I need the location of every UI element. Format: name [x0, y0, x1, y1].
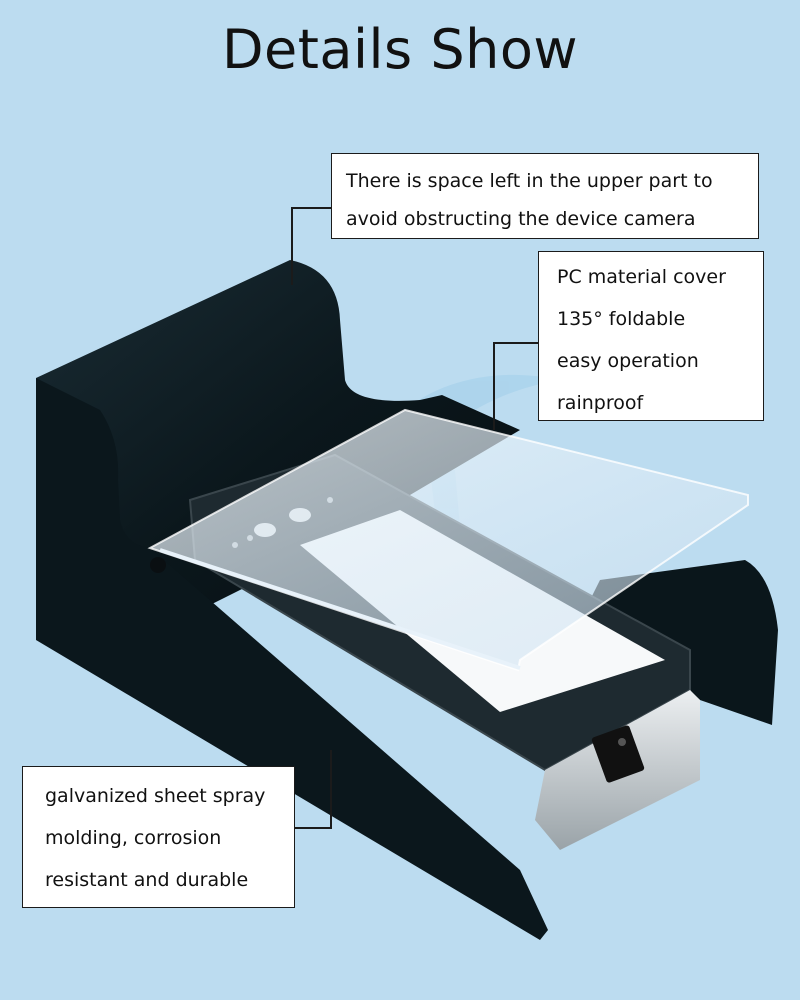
callout-galvanized-sheet: galvanized sheet spray molding, corrosio… [22, 766, 295, 908]
enclosure-right-wall [590, 560, 778, 725]
page-title: Details Show [221, 18, 579, 81]
pc-cover [147, 408, 749, 672]
callout-text-line: resistant and durable [45, 869, 249, 891]
callout-text-line: PC material cover [557, 266, 726, 288]
callout-text-line: galvanized sheet spray [45, 785, 266, 807]
callout-text-line: easy operation [557, 350, 699, 372]
hinge-knob [150, 557, 166, 573]
callout-text-line: molding, corrosion [45, 827, 222, 849]
enclosure-side-panel [36, 378, 548, 940]
latch [591, 725, 645, 783]
callout-camera-space: There is space left in the upper part to… [331, 153, 759, 239]
callout-text-line: There is space left in the upper part to [346, 170, 713, 192]
callout-text-line: rainproof [557, 392, 644, 414]
callout-pc-cover: PC material cover 135° foldable easy ope… [538, 251, 764, 421]
callout-text-line: 135° foldable [557, 308, 686, 330]
callout-text-line: avoid obstructing the device camera [346, 208, 696, 230]
